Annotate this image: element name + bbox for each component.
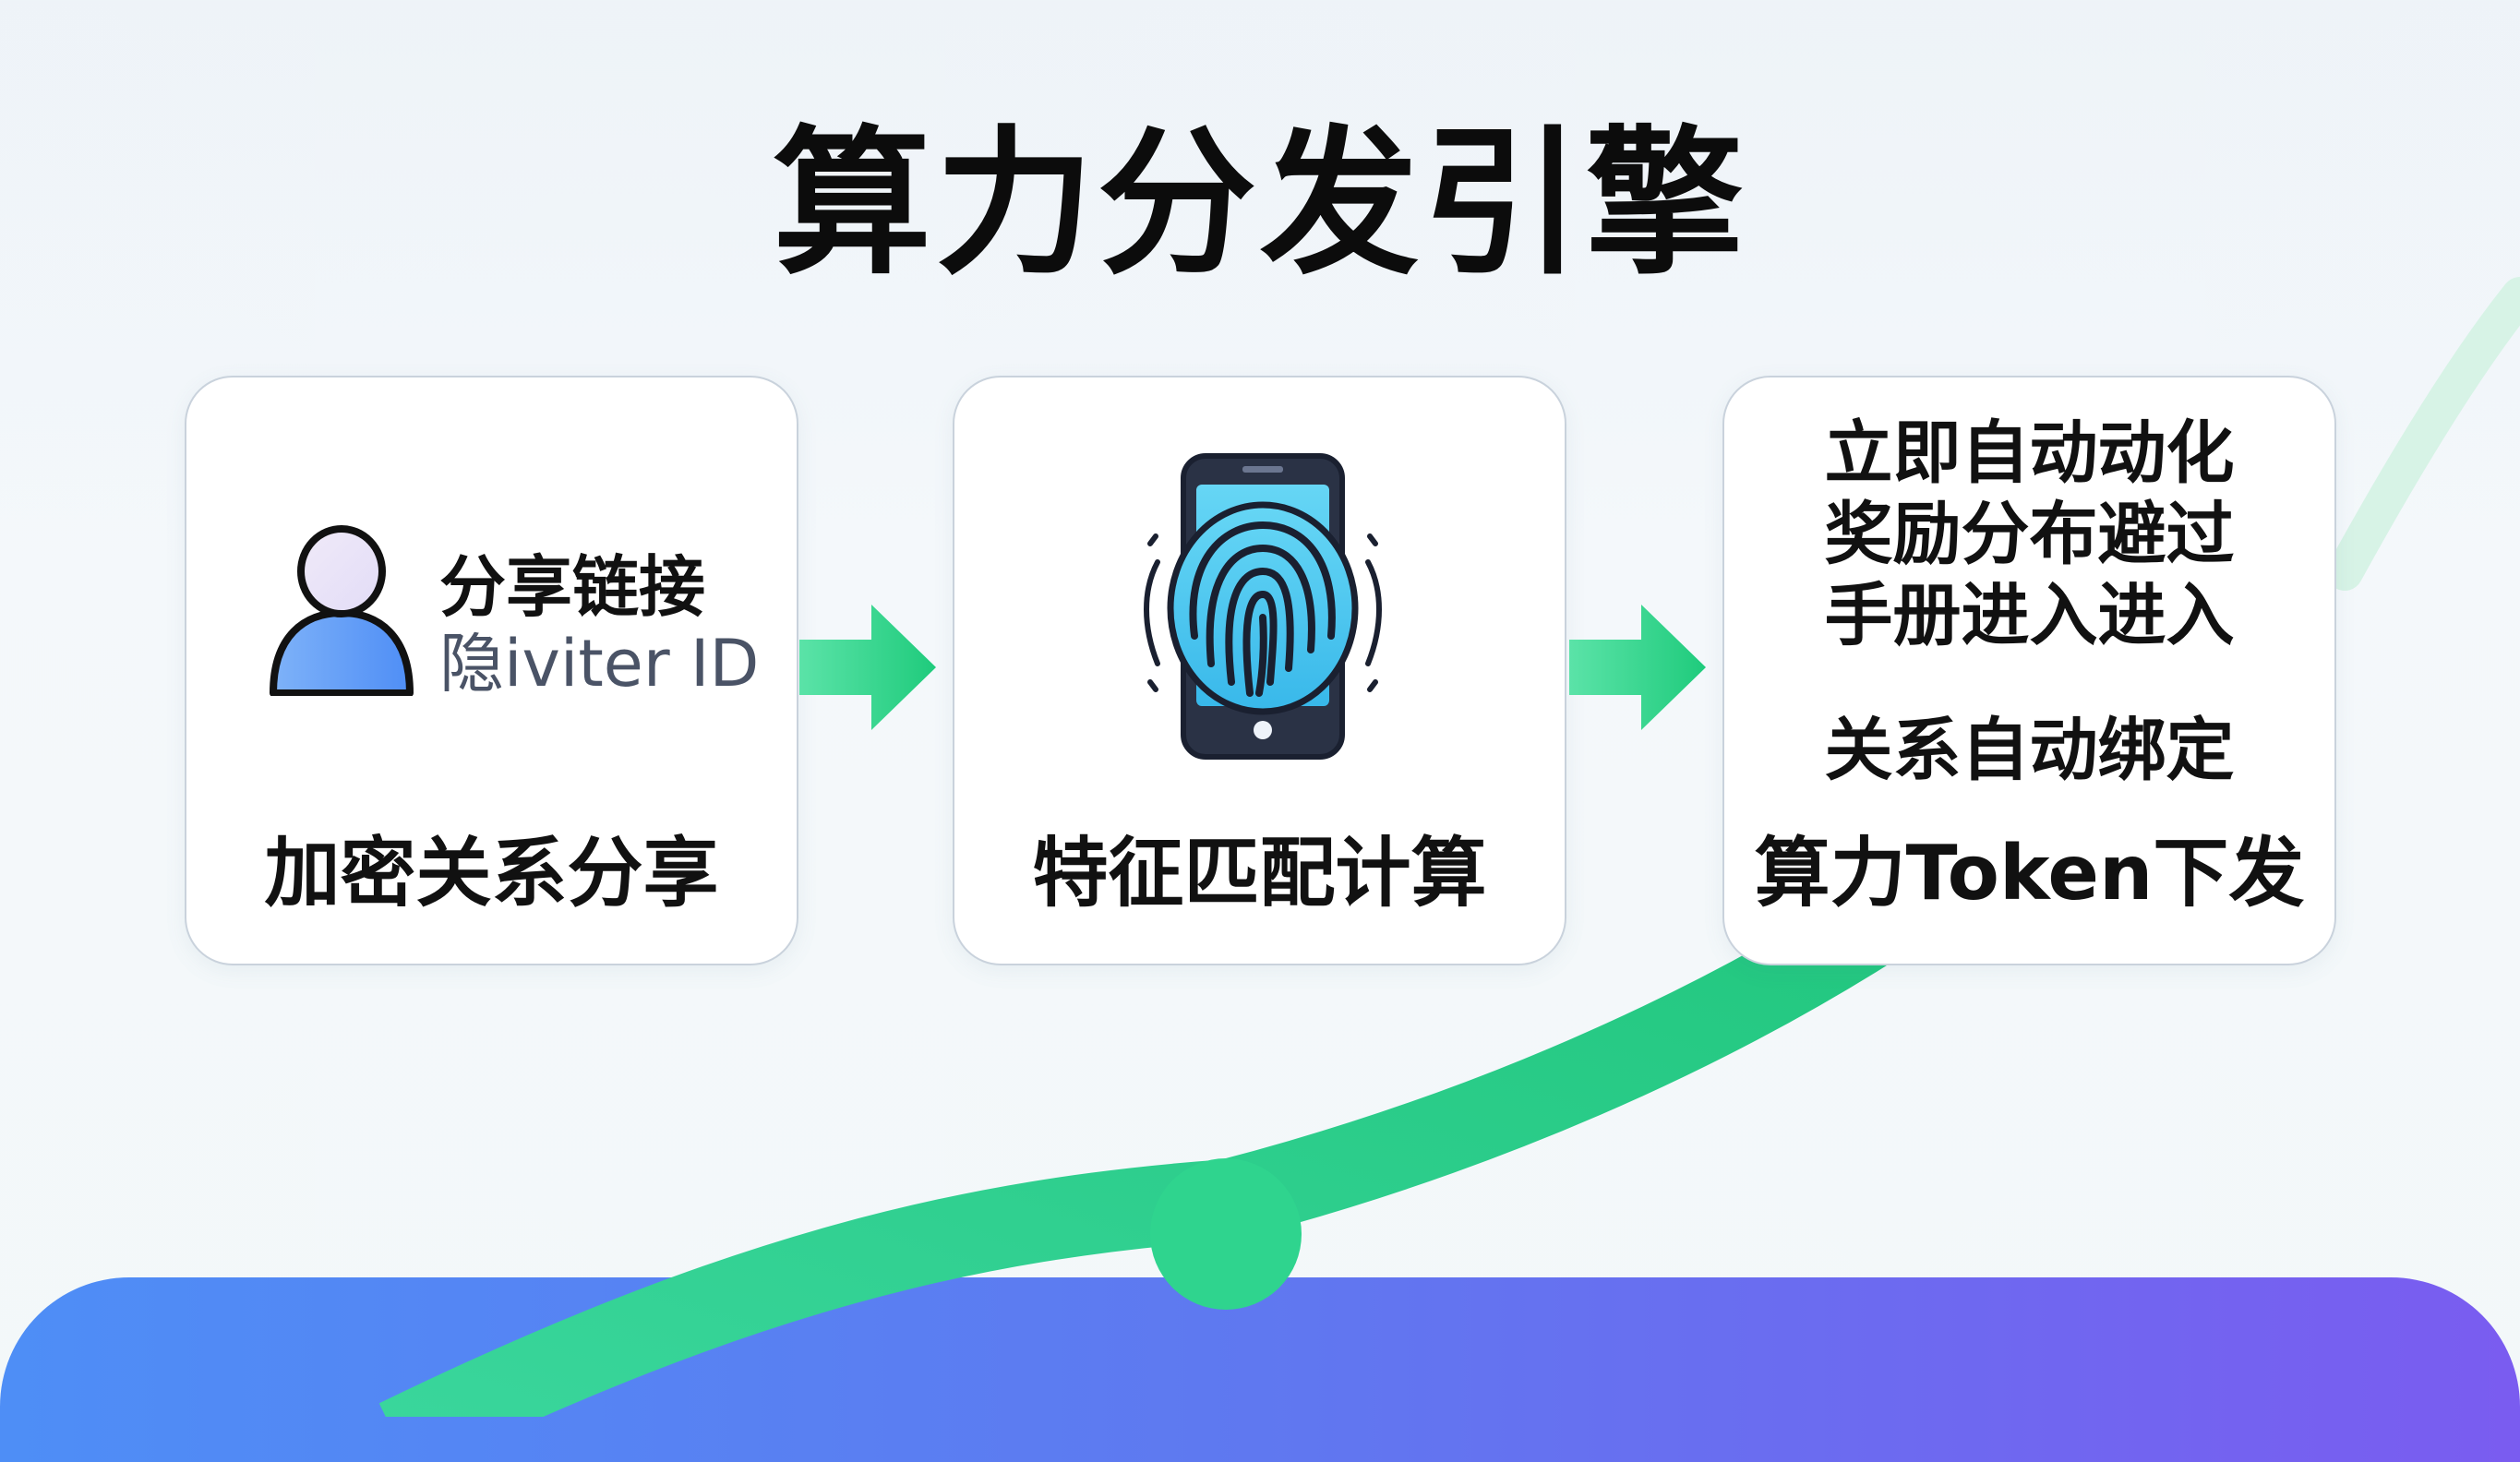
step-label: 特征匹配计算 [1032,830,1487,917]
arrow-right-icon [1569,605,1706,730]
step-card-distribute: 立即自动动化 奖励分布避过 手册进入进入 关系自动绑定 算力Token下发 [1722,376,2336,965]
step-subheading: 隐iviter ID [439,626,760,701]
step-line: 立即自动动化 [1824,413,2235,493]
step-label: 加密关系分享 [264,830,719,917]
bottom-band [0,1277,2520,1462]
step-card-share: 分享链接 隐iviter ID 加密关系分享 [185,376,798,965]
step-card-match: 特征匹配计算 [953,376,1566,965]
fingerprint-phone-icon [1144,453,1382,760]
step-line: 手册进入进入 [1824,576,2235,655]
arrow-right-icon [799,605,936,730]
step-label: 算力Token下发 [1754,830,2305,917]
step-line: 奖励分布避过 [1824,495,2235,574]
page-title: 算力分发引擎 [773,111,1747,296]
decorative-line [2326,277,2520,591]
step-heading: 分享链接 [439,548,706,626]
step-subline: 关系自动绑定 [1824,711,2235,790]
user-icon [270,525,414,696]
